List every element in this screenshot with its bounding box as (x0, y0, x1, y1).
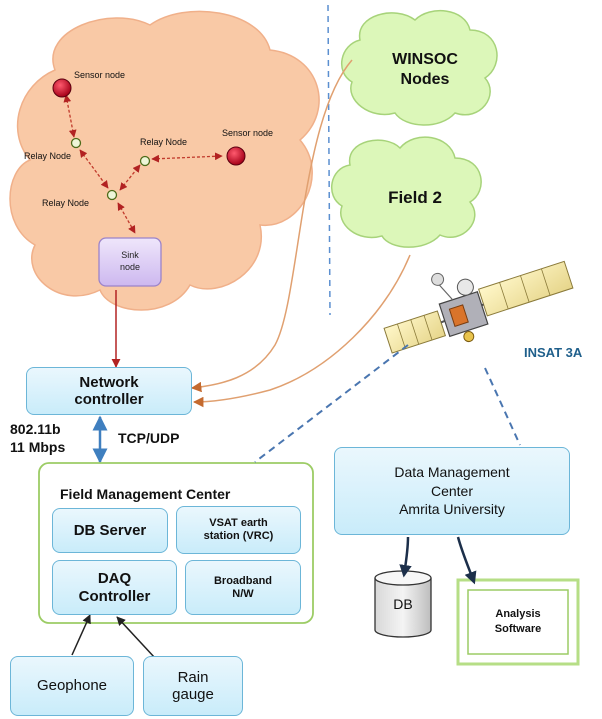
relay-links (63, 94, 223, 234)
satellite-icon (383, 260, 574, 354)
raingauge-to-daq-link (116, 616, 156, 659)
daq-controller-box: DAQ Controller (52, 560, 177, 615)
relay-node-3 (106, 189, 118, 201)
winsoc-label-line1: WINSOC (392, 51, 458, 68)
link-speed-label: 802.11b 11 Mbps (10, 420, 65, 456)
relay-node-2-label: Relay Node (140, 137, 188, 147)
link-speed-line1: 802.11b (10, 421, 61, 437)
vsat-line1: VSAT earth (209, 517, 268, 530)
network-controller-line1: Network (79, 373, 139, 391)
sensor-node-2 (226, 146, 246, 166)
sensor-node-1 (52, 78, 72, 98)
analysis-line2: Software (494, 623, 542, 635)
winsoc-cloud (341, 10, 498, 126)
broadband-box: Broadband N/W (185, 560, 301, 615)
rain-gauge-box: Rain gauge (143, 656, 243, 716)
sink-node-label-line2: node (119, 262, 141, 272)
winsoc-cloud-label: WINSOC Nodes (350, 40, 500, 100)
satellite-to-dmc-link (484, 367, 521, 446)
satellite-label: INSAT 3A (524, 345, 583, 360)
sink-node-label-line1: Sink (121, 250, 139, 261)
db-label: DB (393, 596, 413, 612)
broadband-line2: N/W (232, 587, 254, 600)
sink-node (98, 237, 162, 287)
relay-node-2 (139, 155, 151, 167)
analysis-software-inner (467, 589, 569, 655)
protocol-label: TCP/UDP (118, 430, 180, 446)
dmc-to-analysis-link (456, 536, 477, 585)
daq-line2: Controller (78, 587, 151, 605)
rain-gauge-line2: gauge (172, 686, 214, 703)
geophone-to-daq-link (71, 614, 91, 656)
relay-node-3-label: Relay Node (42, 198, 90, 208)
relay-node-1-label: Relay Node (24, 151, 72, 161)
winsoc-to-controller-link (190, 59, 353, 393)
dmc-line2: Center (430, 482, 474, 499)
vsat-line2: station (VRC) (203, 530, 274, 542)
data-management-center-box: Data Management Center Amrita University (334, 447, 570, 535)
daq-line1: DAQ (97, 570, 132, 588)
analysis-line1: Analysis (495, 608, 541, 621)
dmc-line1: Data Management (394, 463, 510, 480)
analysis-software-label: Analysis Software (468, 590, 568, 654)
network-controller-box: Network controller (26, 367, 192, 415)
sensor-node-1-label: Sensor node (74, 70, 126, 80)
geophone-box: Geophone (10, 656, 134, 716)
satellite-to-fmc-link (254, 344, 409, 463)
field2-cloud (331, 136, 482, 248)
sensor-node-2-label: Sensor node (222, 128, 274, 138)
link-speed-line2: 11 Mbps (10, 439, 66, 456)
dmc-to-db-link (399, 536, 412, 578)
field2-to-controller-link (192, 254, 411, 408)
vsat-station-box: VSAT earth station (VRC) (176, 506, 301, 554)
rain-gauge-line1: Rain (177, 668, 209, 686)
field2-cloud-label: Field 2 (388, 188, 442, 207)
sink-node-label: Sink node (99, 238, 161, 286)
db-server-box: DB Server (52, 508, 168, 553)
db-cylinder (374, 570, 432, 638)
broadband-line1: Broadband (213, 574, 273, 587)
dmc-line3: Amrita University (399, 501, 505, 518)
network-controller-line2: controller (74, 391, 144, 408)
fmc-title: Field Management Center (60, 486, 231, 502)
relay-node-1 (70, 137, 82, 149)
winsoc-label-line2: Nodes (400, 71, 450, 88)
divider-line (327, 4, 331, 316)
